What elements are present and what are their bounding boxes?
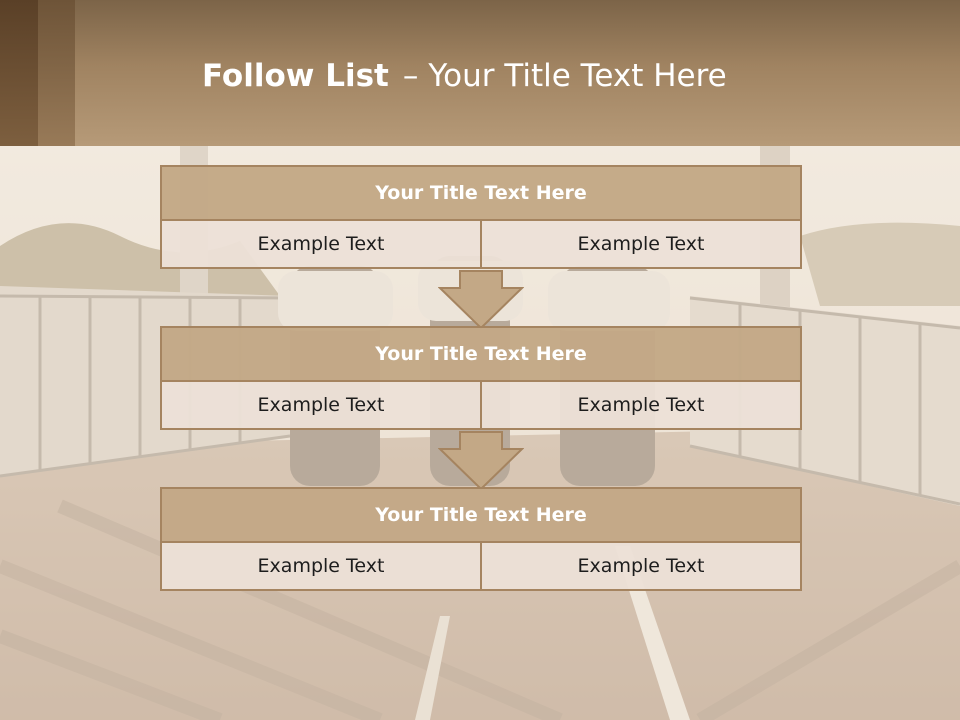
title-rest: Your Title Text Here (428, 58, 727, 94)
title-separator: – (402, 58, 419, 94)
header-band: Follow List–Your Title Text Here (0, 0, 960, 146)
list-block-2: Your Title Text Here Example Text Exampl… (160, 326, 802, 430)
block-cell-left: Example Text (160, 380, 482, 430)
block-cell-left: Example Text (160, 541, 482, 591)
list-block-1: Your Title Text Here Example Text Exampl… (160, 165, 802, 269)
block-row: Example Text Example Text (160, 380, 802, 430)
list-block-3: Your Title Text Here Example Text Exampl… (160, 487, 802, 591)
block-cell-right: Example Text (480, 380, 802, 430)
down-arrow-icon (438, 270, 524, 330)
block-cell-left: Example Text (160, 219, 482, 269)
block-title: Your Title Text Here (160, 487, 802, 543)
down-arrow-icon (438, 431, 524, 491)
title-bold-part: Follow List (202, 58, 389, 94)
block-cell-right: Example Text (480, 541, 802, 591)
slide-title: Follow List–Your Title Text Here (202, 56, 727, 100)
block-title: Your Title Text Here (160, 165, 802, 221)
block-title: Your Title Text Here (160, 326, 802, 382)
block-row: Example Text Example Text (160, 541, 802, 591)
block-row: Example Text Example Text (160, 219, 802, 269)
block-cell-right: Example Text (480, 219, 802, 269)
header-accent-dark (0, 0, 38, 146)
header-accent-mid (38, 0, 75, 146)
